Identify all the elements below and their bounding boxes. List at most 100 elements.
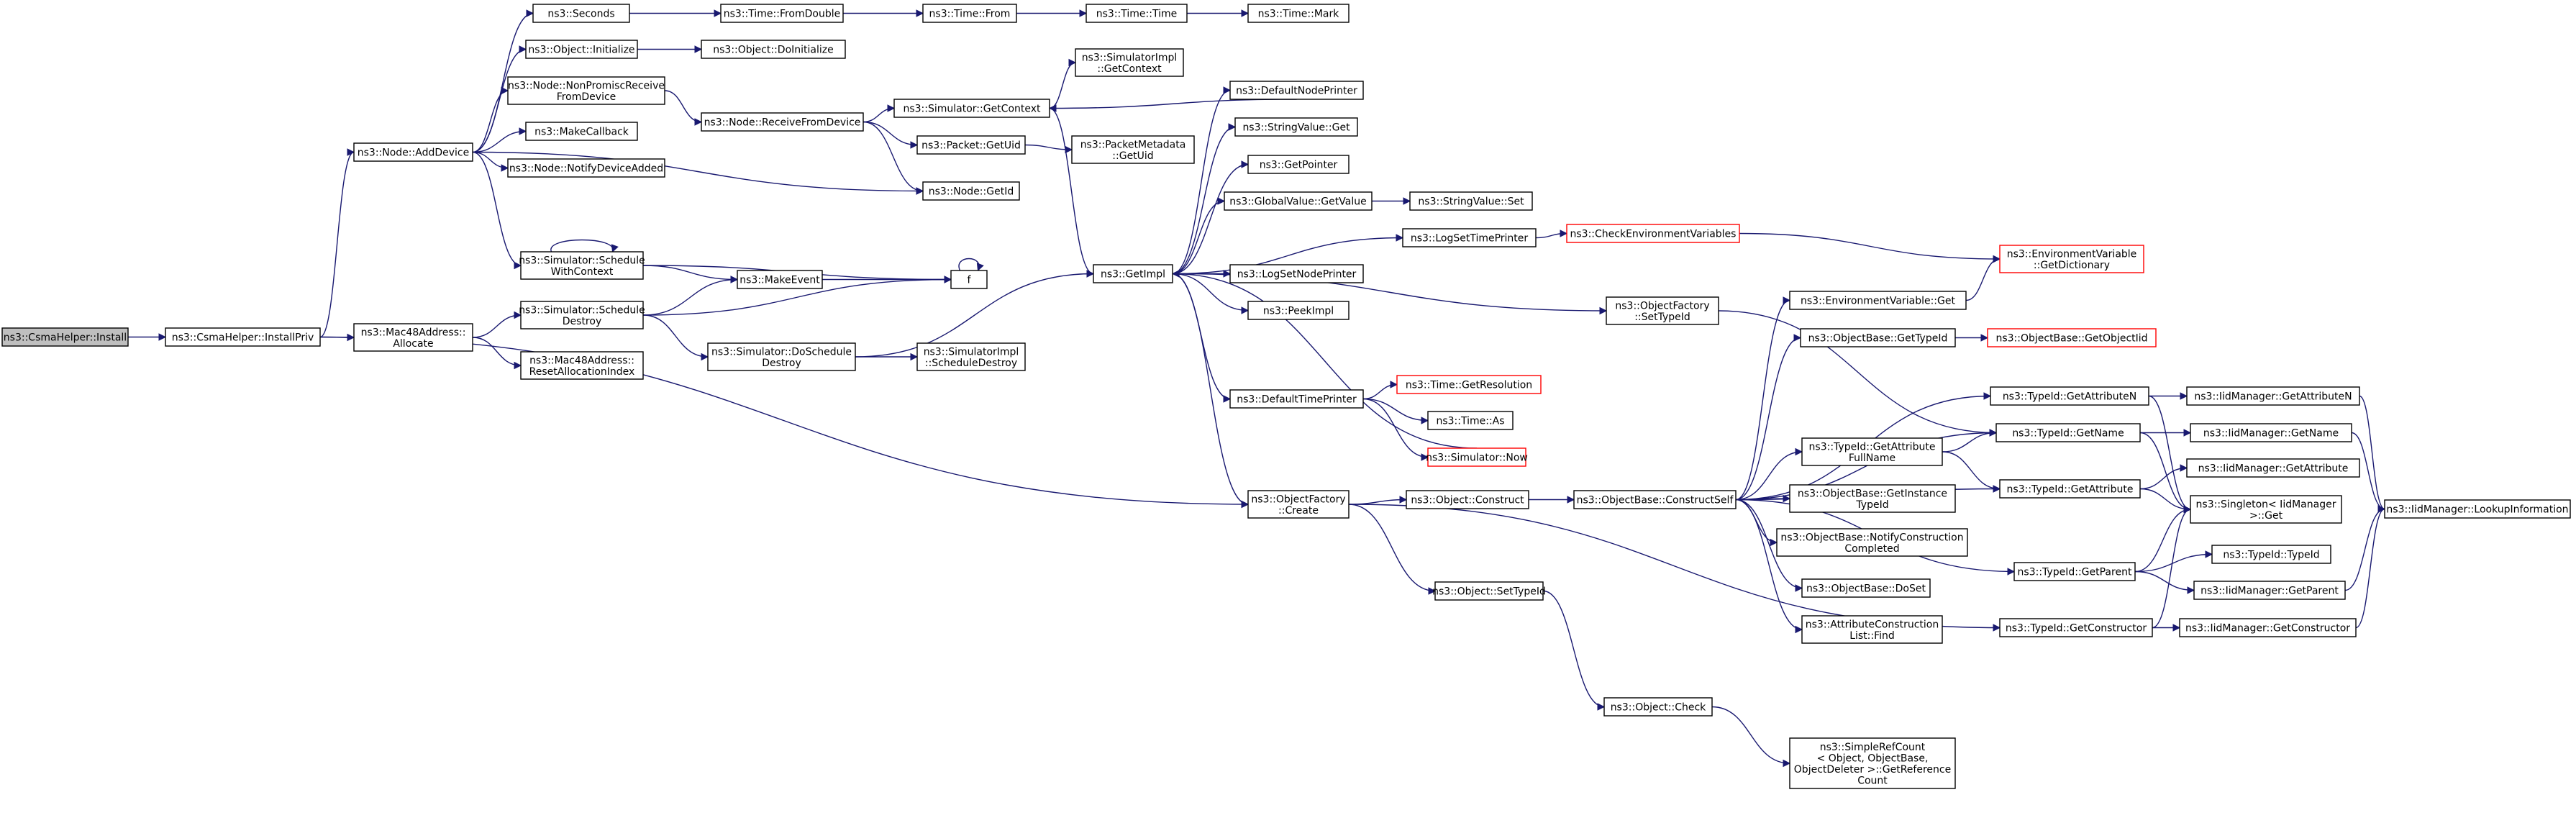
edge-objectfactory-create-to-object-settypeid [1348, 504, 1437, 595]
node-iid-getconstructor[interactable]: ns3::IidManager::GetConstructor [2179, 618, 2357, 637]
edge-getimpl-to-logsettimeprinter [1172, 234, 1404, 275]
node-makeevent[interactable]: ns3::MakeEvent [737, 270, 823, 289]
edges-layer [128, 9, 2386, 768]
node-sim-getcontext[interactable]: ns3::Simulator::GetContext [893, 99, 1050, 118]
node-label: ns3::Object::SetTypeId [1432, 586, 1546, 598]
node-box [1776, 528, 1968, 557]
node-label: ns3::DefaultNodePrinter [1236, 86, 1357, 97]
node-mac48-resetalloc[interactable]: ns3::Mac48Address::ResetAllocationIndex [520, 351, 644, 380]
node-label: ns3::MakeCallback [534, 127, 629, 138]
node-typeid-getattribute[interactable]: ns3::TypeId::GetAttribute [1999, 479, 2141, 499]
node-objectbase-constructself[interactable]: ns3::ObjectBase::ConstructSelf [1573, 490, 1737, 509]
node-iid-getattributen[interactable]: ns3::IidManager::GetAttributeN [2186, 386, 2360, 406]
edge-typeid-getname-to-iid-getname [2140, 429, 2192, 437]
node-logsettimeprinter[interactable]: ns3::LogSetTimePrinter [1402, 228, 1537, 247]
node-box [922, 4, 1017, 23]
node-envvar-get[interactable]: ns3::EnvironmentVariable::Get [1789, 291, 1967, 310]
node-time-mark[interactable]: ns3::Time::Mark [1247, 4, 1350, 23]
node-time-from[interactable]: ns3::Time::From [922, 4, 1017, 23]
node-time-fromdouble[interactable]: ns3::Time::FromDouble [720, 4, 844, 23]
edge-defaulttimeprinter-to-time-as [1362, 398, 1429, 424]
node-getpointer[interactable]: ns3::GetPointer [1247, 155, 1350, 174]
node-typeid-getconstructor[interactable]: ns3::TypeId::GetConstructor [1999, 618, 2153, 637]
node-f[interactable]: f [950, 270, 988, 289]
node-iid-getparent[interactable]: ns3::IidManager::GetParent [2193, 581, 2346, 600]
node-box [1071, 135, 1195, 164]
edge-getimpl-to-globalvalue-getvalue [1172, 197, 1226, 275]
node-objectbase-notifyconstruction[interactable]: ns3::ObjectBase::NotifyConstructionCompl… [1776, 528, 1968, 557]
edge-sim-getcontext-to-getimpl [1049, 107, 1095, 278]
node-object-initialize[interactable]: ns3::Object::Initialize [525, 40, 638, 59]
node-node-receivefromdevice[interactable]: ns3::Node::ReceiveFromDevice [701, 112, 864, 132]
node-object-settypeid[interactable]: ns3::Object::SetTypeId [1432, 581, 1546, 601]
node-packetmetadata-getuid[interactable]: ns3::PacketMetadata::GetUid [1071, 135, 1195, 164]
node-node-adddevice[interactable]: ns3::Node::AddDevice [353, 142, 473, 162]
node-time-as[interactable]: ns3::Time::As [1427, 411, 1514, 430]
node-object-doinitialize[interactable]: ns3::Object::DoInitialize [701, 40, 846, 59]
node-getimpl[interactable]: ns3::GetImpl [1093, 264, 1173, 283]
node-typeid-getparent[interactable]: ns3::TypeId::GetParent [2013, 562, 2136, 581]
edge-getimpl-to-peekimpl [1172, 273, 1250, 314]
node-label: ns3::MakeEvent [739, 275, 820, 286]
node-checkenvvars[interactable]: ns3::CheckEnvironmentVariables [1566, 224, 1740, 243]
node-csmahelper-install[interactable]: ns3::CsmaHelper::Install [1, 327, 129, 347]
node-simulator-now[interactable]: ns3::Simulator::Now [1426, 447, 1528, 467]
node-globalvalue-getvalue[interactable]: ns3::GlobalValue::GetValue [1224, 191, 1373, 211]
node-mac48-allocate[interactable]: ns3::Mac48Address::Allocate [353, 323, 473, 352]
node-box [1396, 375, 1542, 394]
node-logsetnodeprinter[interactable]: ns3::LogSetNodePrinter [1229, 264, 1364, 283]
node-typeid-getname[interactable]: ns3::TypeId::GetName [1995, 423, 2141, 442]
node-iid-getname[interactable]: ns3::IidManager::GetName [2190, 423, 2352, 442]
node-simimpl-getcontext[interactable]: ns3::SimulatorImpl::GetContext [1075, 48, 1184, 77]
node-singleton-get[interactable]: ns3::Singleton< IidManager>::Get [2190, 495, 2342, 524]
node-sim-schedule-destroy[interactable]: ns3::Simulator::ScheduleDestroy [519, 301, 645, 329]
node-object-construct[interactable]: ns3::Object::Construct [1406, 490, 1529, 509]
edge-objectbase-gettypeid-to-objectbase-getobjectiid [1955, 334, 1989, 342]
node-object-check[interactable]: ns3::Object::Check [1603, 697, 1713, 717]
node-simplerefcount[interactable]: ns3::SimpleRefCount< Object, ObjectBase,… [1789, 737, 1956, 789]
edge-getimpl-to-stringvalue-get [1172, 123, 1237, 275]
node-label: ns3::Singleton< IidManager [2196, 499, 2336, 510]
node-iid-getattribute[interactable]: ns3::IidManager::GetAttribute [2186, 458, 2360, 478]
node-envvar-getdictionary[interactable]: ns3::EnvironmentVariable::GetDictionary [1999, 245, 2144, 273]
node-defaultnodeprinter[interactable]: ns3::DefaultNodePrinter [1229, 81, 1364, 100]
node-label: ns3::StringValue::Get [1242, 122, 1350, 134]
node-time-time[interactable]: ns3::Time::Time [1086, 4, 1188, 23]
node-label: ns3::Seconds [547, 9, 614, 20]
node-makecallback[interactable]: ns3::MakeCallback [525, 122, 638, 141]
node-box [1402, 228, 1537, 247]
node-node-getid[interactable]: ns3::Node::GetId [922, 181, 1020, 201]
node-objectfactory-create[interactable]: ns3::ObjectFactory::Create [1247, 490, 1350, 519]
node-box [1995, 423, 2141, 442]
node-simimpl-scheduledestroy[interactable]: ns3::SimulatorImpl::ScheduleDestroy [916, 342, 1026, 371]
node-box [520, 351, 644, 380]
node-objectbase-doset[interactable]: ns3::ObjectBase::DoSet [1801, 578, 1931, 598]
node-label: ns3::SimpleRefCount [1820, 742, 1926, 753]
node-box [520, 301, 644, 329]
node-iid-lookupinformation[interactable]: ns3::IidManager::LookupInformation [2384, 499, 2571, 519]
node-defaulttimeprinter[interactable]: ns3::DefaultTimePrinter [1229, 389, 1364, 409]
node-stringvalue-set[interactable]: ns3::StringValue::Set [1409, 191, 1533, 211]
node-time-getresolution[interactable]: ns3::Time::GetResolution [1396, 375, 1542, 394]
node-objectfactory-settypeid[interactable]: ns3::ObjectFactory::SetTypeId [1606, 296, 1719, 325]
node-objectbase-getobjectiid[interactable]: ns3::ObjectBase::GetObjectIid [1987, 328, 2157, 347]
node-objectbase-gettypeid[interactable]: ns3::ObjectBase::GetTypeId [1800, 328, 1956, 347]
node-csmahelper-installpriv[interactable]: ns3::CsmaHelper::InstallPriv [165, 327, 321, 347]
edge-sim-doschedule-destroy-to-getimpl [855, 270, 1095, 358]
node-label: ns3::IidManager::LookupInformation [2386, 504, 2568, 516]
edge-node-adddevice-to-makecallback [472, 127, 527, 153]
node-node-notifydeviceadded[interactable]: ns3::Node::NotifyDeviceAdded [507, 158, 665, 178]
node-seconds[interactable]: ns3::Seconds [532, 4, 630, 23]
node-typeid-getattributen[interactable]: ns3::TypeId::GetAttributeN [1990, 386, 2149, 406]
node-packet-getuid[interactable]: ns3::Packet::GetUid [916, 135, 1026, 155]
node-stringvalue-get[interactable]: ns3::StringValue::Get [1234, 117, 1358, 137]
node-typeid-typeid[interactable]: ns3::TypeId::TypeId [2211, 545, 2331, 564]
node-peekimpl[interactable]: ns3::PeekImpl [1247, 301, 1350, 320]
node-box [916, 135, 1026, 155]
